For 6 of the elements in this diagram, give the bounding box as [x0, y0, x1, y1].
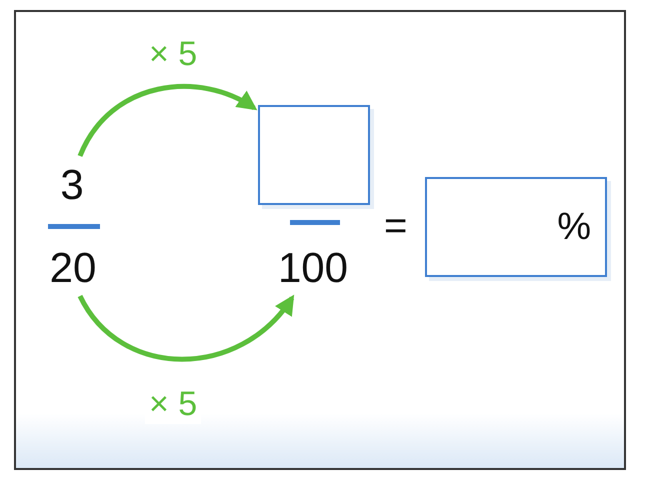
equals-sign: =	[384, 204, 408, 249]
denominator: 100	[266, 242, 360, 294]
numerator: 3	[52, 158, 92, 212]
denominator: 20	[40, 242, 106, 294]
curved-arrow	[78, 294, 294, 362]
curved-arrow	[78, 84, 258, 158]
